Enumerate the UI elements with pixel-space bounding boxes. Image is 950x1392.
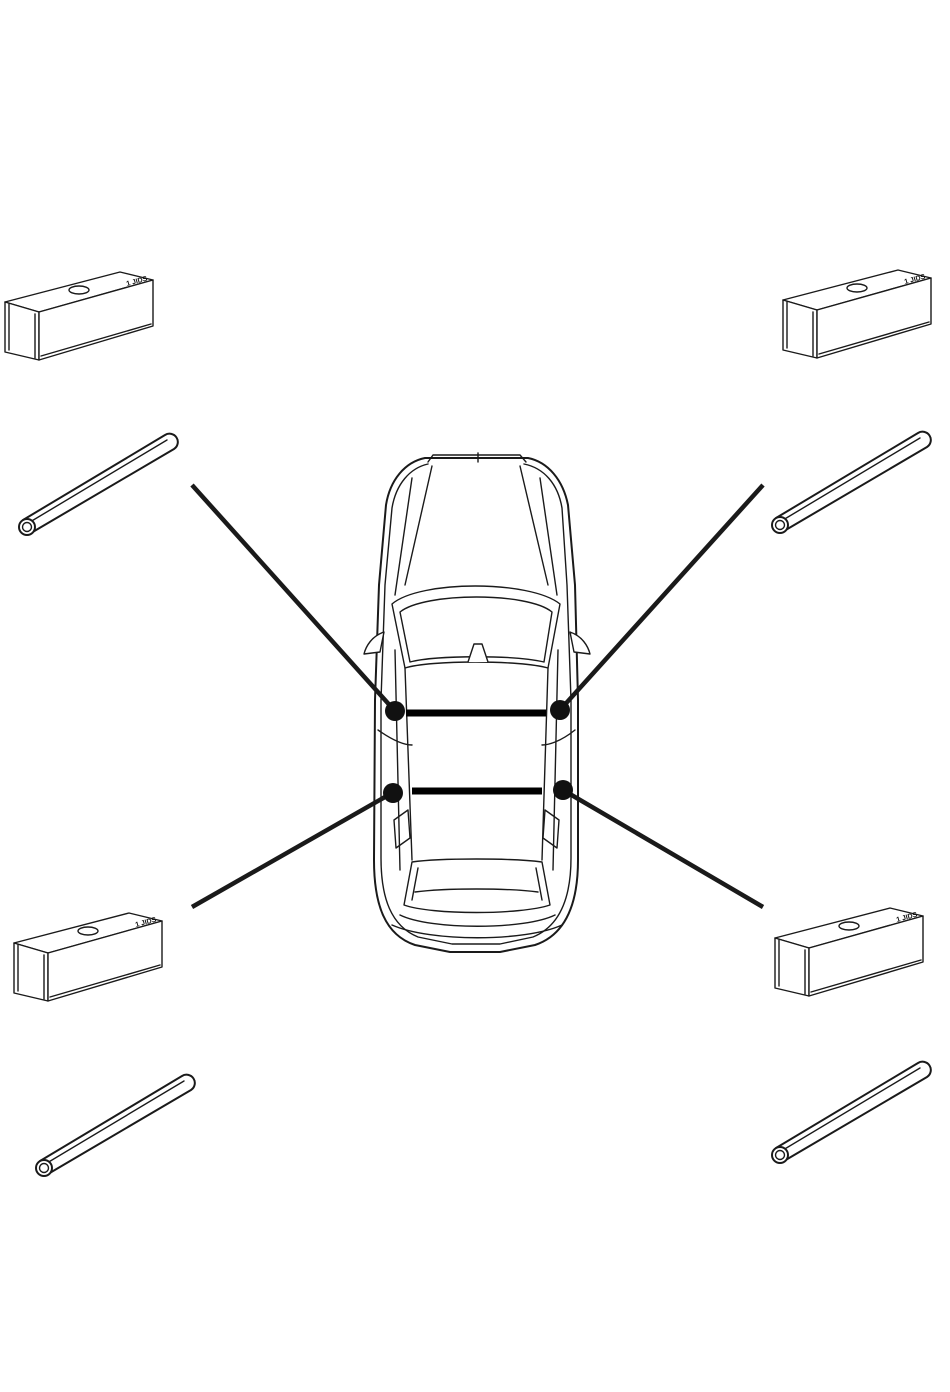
padding-block-icon: 1 JIDS	[14, 913, 162, 1001]
part-group-top-left: 1 JIDS	[5, 272, 178, 535]
padding-block-icon: 1 JIDS	[783, 270, 931, 358]
leader-line-top-left	[192, 485, 394, 710]
part-group-bottom-left: 1 JIDS	[14, 913, 195, 1176]
mount-point-front-right	[550, 700, 570, 720]
padding-block-icon: 1 JIDS	[775, 908, 923, 996]
mount-point-rear-right	[553, 780, 573, 800]
foam-tube-icon	[19, 434, 178, 535]
mount-point-front-left	[385, 701, 405, 721]
leader-line-top-right	[560, 485, 763, 710]
part-group-top-right: 1 JIDS	[772, 270, 931, 533]
foam-tube-icon	[36, 1075, 195, 1176]
foam-tube-icon	[772, 432, 931, 533]
leader-line-bottom-right	[563, 790, 763, 907]
leader-line-bottom-left	[192, 793, 392, 907]
foam-tube-icon	[772, 1062, 931, 1163]
part-group-bottom-right: 1 JIDS	[772, 908, 931, 1163]
padding-block-icon: 1 JIDS	[5, 272, 153, 360]
mount-point-rear-left	[383, 783, 403, 803]
